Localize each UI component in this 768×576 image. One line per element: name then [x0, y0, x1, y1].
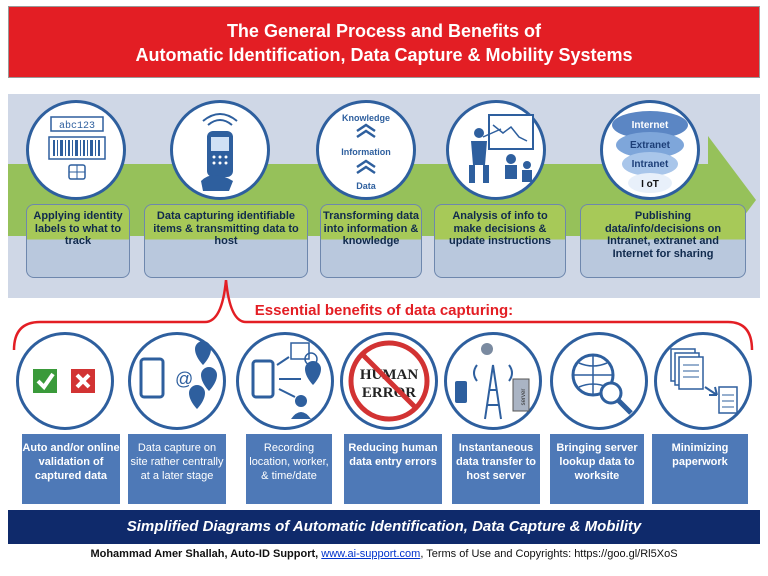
handheld-scanner-icon — [170, 100, 270, 200]
network-clouds-icon: Internet Extranet Intranet I oT — [600, 100, 700, 200]
benefit-instant-transfer: Instantaneous data transfer to host serv… — [452, 434, 540, 504]
svg-text:@: @ — [175, 369, 193, 389]
title-line-1: The General Process and Benefits of — [226, 21, 542, 41]
information-text: Information — [341, 147, 391, 157]
benefit-label: Auto and/or online validation of capture… — [22, 442, 120, 482]
barcode-labels-icon: abc123 — [26, 100, 126, 200]
credit-author: Mohammad Amer Shallah, Auto-ID Support, — [90, 548, 319, 560]
benefit-recording-location: Recording location, worker, & time/date — [246, 434, 332, 504]
knowledge-text: Knowledge — [342, 113, 390, 123]
mobile-location-icon: @ — [128, 332, 226, 430]
benefit-label: Recording location, worker, & time/date — [249, 442, 329, 482]
credit-line: Mohammad Amer Shallah, Auto-ID Support, … — [0, 548, 768, 560]
benefits-heading: Essential benefits of data capturing: — [254, 302, 514, 319]
internet-text: Internet — [632, 120, 669, 131]
human-text: HUMAN — [360, 367, 418, 383]
extranet-text: Extranet — [630, 140, 671, 151]
benefit-on-site-capture: Data capture on site rather centrally at… — [128, 434, 226, 504]
step-publishing: Publishing data/info/decisions on Intran… — [580, 204, 746, 278]
step-data-capturing: Data capturing identifiable items & tran… — [144, 204, 308, 278]
benefit-label: Data capture on site rather centrally at… — [130, 442, 224, 482]
analysis-presenter-icon — [446, 100, 546, 200]
server-text: server — [521, 389, 527, 406]
server-lookup-icon — [550, 332, 648, 430]
step-label: Analysis of info to make decisions & upd… — [448, 210, 552, 247]
knowledge-hierarchy-icon: Knowledge Information Data — [316, 100, 416, 200]
step-applying-labels: Applying identity labels to what to trac… — [26, 204, 130, 278]
step-label: Publishing data/info/decisions on Intran… — [604, 210, 722, 260]
step-label: Applying identity labels to what to trac… — [33, 210, 123, 247]
recording-location-icon — [236, 332, 334, 430]
title-banner: The General Process and Benefits of Auto… — [8, 6, 760, 78]
benefits-bracket — [12, 280, 754, 351]
paperwork-icon — [654, 332, 752, 430]
step-transforming: Transforming data into information & kno… — [320, 204, 422, 278]
benefit-label: Bringing server lookup data to worksite — [556, 442, 638, 482]
human-error-icon: HUMAN ERROR — [340, 332, 438, 430]
benefit-label: Minimizing paperwork — [671, 442, 729, 468]
benefit-minimizing-paperwork: Minimizing paperwork — [652, 434, 748, 504]
footer-banner: Simplified Diagrams of Automatic Identif… — [8, 510, 760, 544]
step-analysis: Analysis of info to make decisions & upd… — [434, 204, 566, 278]
benefit-validation: Auto and/or online validation of capture… — [22, 434, 120, 504]
step-label: Data capturing identifiable items & tran… — [153, 210, 299, 247]
credit-terms: , Terms of Use and Copyrights: https://g… — [420, 548, 678, 560]
iot-text: I oT — [641, 179, 659, 190]
step-label: Transforming data into information & kno… — [323, 210, 419, 247]
benefit-label: Instantaneous data transfer to host serv… — [455, 442, 537, 482]
credit-website-link[interactable]: www.ai-support.com — [321, 548, 421, 560]
intranet-text: Intranet — [632, 159, 669, 170]
data-text: Data — [356, 181, 377, 191]
barcode-text: abc123 — [59, 120, 95, 132]
data-transfer-tower-icon: server — [444, 332, 542, 430]
benefit-label: Reducing human data entry errors — [348, 442, 438, 468]
validation-check-icon — [16, 332, 114, 430]
title-line-2: Automatic Identification, Data Capture &… — [135, 45, 633, 65]
benefit-reducing-errors: Reducing human data entry errors — [344, 434, 442, 504]
benefit-server-lookup: Bringing server lookup data to worksite — [550, 434, 644, 504]
